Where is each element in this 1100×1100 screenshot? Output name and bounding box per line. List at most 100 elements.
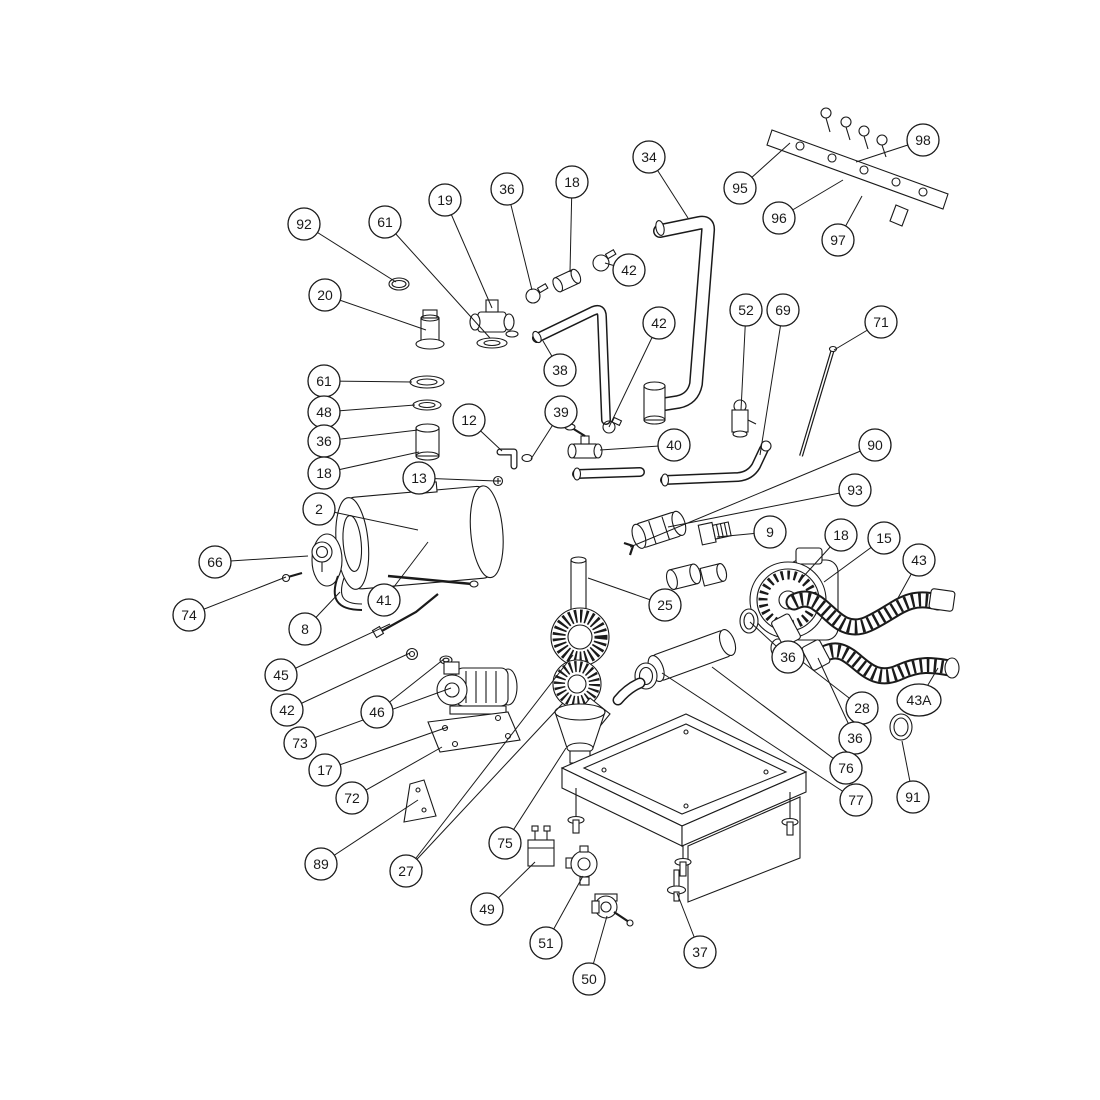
callout-77: 77 xyxy=(839,783,873,817)
callout-number: 42 xyxy=(651,315,667,331)
callout-circle xyxy=(824,518,858,552)
callout-circle xyxy=(771,640,805,674)
callout-15: 15 xyxy=(867,521,901,555)
callout-number: 51 xyxy=(538,935,554,951)
part-diffuser xyxy=(552,659,611,726)
callout-number: 61 xyxy=(377,214,393,230)
callout-91: 91 xyxy=(896,780,930,814)
callout-circle xyxy=(729,293,763,327)
callout-71: 71 xyxy=(864,305,898,339)
callout-25: 25 xyxy=(648,588,682,622)
callout-36: 36 xyxy=(771,640,805,674)
part-rod-71 xyxy=(799,345,838,457)
callout-number: 50 xyxy=(581,971,597,987)
leader-line-74 xyxy=(188,576,287,616)
leader-line-27 xyxy=(405,654,574,872)
part-ring-91 xyxy=(889,713,913,741)
callout-number: 91 xyxy=(905,789,921,805)
callout-number: 36 xyxy=(780,649,796,665)
callout-number: 66 xyxy=(207,554,223,570)
callout-circle xyxy=(270,693,304,727)
callout-61: 61 xyxy=(307,364,341,398)
part-clip-90 xyxy=(623,541,635,556)
callout-circle xyxy=(632,140,666,174)
callout-95: 95 xyxy=(723,171,757,205)
part-solenoid-valve xyxy=(591,893,634,927)
callout-circle xyxy=(470,892,504,926)
leader-line-45 xyxy=(280,623,391,676)
callout-49: 49 xyxy=(470,892,504,926)
callout-36: 36 xyxy=(307,424,341,458)
callout-circle xyxy=(360,695,394,729)
callout-number: 43A xyxy=(907,692,933,708)
callout-circle xyxy=(657,428,691,462)
callout-19: 19 xyxy=(428,183,462,217)
leader-line-52 xyxy=(740,309,747,411)
callout-18: 18 xyxy=(555,165,589,199)
part-t-fitting xyxy=(469,299,515,349)
part-hose-tail xyxy=(415,309,445,350)
callout-circle xyxy=(867,521,901,555)
callout-circle xyxy=(829,751,863,785)
callout-34: 34 xyxy=(632,140,666,174)
callout-circle xyxy=(367,583,401,617)
part-elbow-fittings xyxy=(492,448,533,487)
callout-97: 97 xyxy=(821,223,855,257)
callout-circle xyxy=(308,278,342,312)
callout-circle xyxy=(428,183,462,217)
callout-circle xyxy=(304,847,338,881)
callout-circle xyxy=(402,461,436,495)
callout-36: 36 xyxy=(838,721,872,755)
callout-circle xyxy=(683,935,717,969)
callout-number: 95 xyxy=(732,180,748,196)
part-mounting-plate xyxy=(427,711,521,753)
leader-line-92 xyxy=(303,223,397,283)
leader-line-19 xyxy=(444,199,493,309)
callout-90: 90 xyxy=(858,428,892,462)
callout-46: 46 xyxy=(360,695,394,729)
callout-8: 8 xyxy=(288,612,322,646)
callout-number: 96 xyxy=(771,210,787,226)
callout-42: 42 xyxy=(270,693,304,727)
callout-69: 69 xyxy=(766,293,800,327)
callout-number: 34 xyxy=(641,149,657,165)
callout-circle xyxy=(288,612,322,646)
callout-circle xyxy=(302,492,336,526)
callout-50: 50 xyxy=(572,962,606,996)
callout-circle xyxy=(544,395,578,429)
callout-circle xyxy=(264,658,298,692)
leader-line-76 xyxy=(711,666,847,769)
callout-76: 76 xyxy=(829,751,863,785)
leader-line-17 xyxy=(324,726,449,771)
callout-number: 25 xyxy=(657,597,673,613)
callout-39: 39 xyxy=(544,395,578,429)
callout-74: 74 xyxy=(172,598,206,632)
callout-circle xyxy=(612,253,646,287)
callout-61: 61 xyxy=(368,205,402,239)
callout-38: 38 xyxy=(543,353,577,387)
callout-number: 17 xyxy=(317,762,333,778)
callout-number: 48 xyxy=(316,404,332,420)
leader-line-36 xyxy=(506,188,533,291)
callout-93: 93 xyxy=(838,473,872,507)
callout-number: 12 xyxy=(461,412,477,428)
leader-line-61 xyxy=(384,221,491,339)
callout-circle xyxy=(307,456,341,490)
callout-number: 77 xyxy=(848,792,864,808)
leader-line-90 xyxy=(629,444,876,548)
part-small-cylinders xyxy=(665,563,728,591)
part-o-ring-92 xyxy=(388,277,410,291)
part-ring-stack xyxy=(409,375,445,461)
callout-circle xyxy=(308,753,342,787)
callout-circle xyxy=(839,783,873,817)
part-junction-box xyxy=(527,825,555,867)
callout-circle xyxy=(902,543,936,577)
callout-circle xyxy=(838,473,872,507)
callout-number: 42 xyxy=(279,702,295,718)
callout-75: 75 xyxy=(488,826,522,860)
callout-circle xyxy=(488,826,522,860)
callout-52: 52 xyxy=(729,293,763,327)
part-upper-pipe xyxy=(532,304,623,434)
callout-number: 39 xyxy=(553,404,569,420)
callout-number: 61 xyxy=(316,373,332,389)
